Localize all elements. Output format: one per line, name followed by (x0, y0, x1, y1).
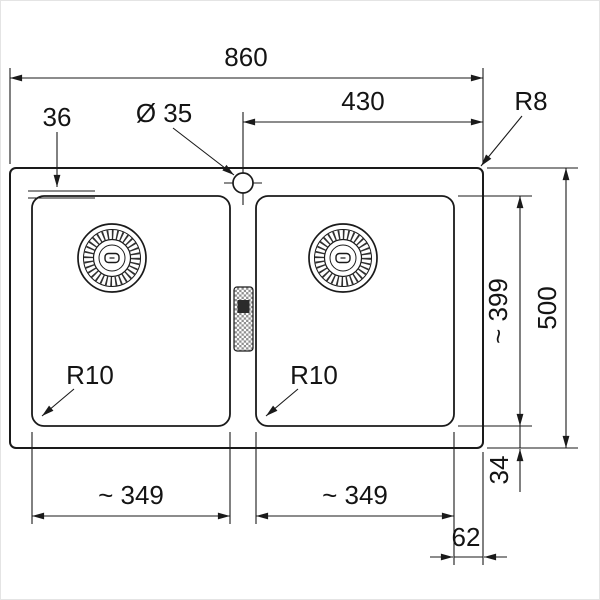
overflow-channel (233, 286, 254, 352)
left-bowl-radius-label: R10 (66, 360, 114, 390)
bowl-length-label: ~ 399 (483, 278, 513, 344)
right-bowl-radius-label: R10 (290, 360, 338, 390)
tap-hole-diameter-label: Ø 35 (136, 98, 192, 128)
leader-line (265, 388, 299, 417)
sink-body (9, 112, 484, 449)
dim-center-to-edge: 430 (243, 86, 483, 126)
leader-line (41, 388, 75, 417)
dim-left-bowl-width: ~ 349 (31, 432, 231, 524)
left-bowl (31, 195, 231, 427)
overall-depth-label: 500 (532, 286, 562, 329)
right-drain-strainer (309, 224, 377, 292)
leader-line (172, 127, 235, 176)
leader-line (480, 115, 523, 167)
dim-bowl-to-bottom-edge: 34 (484, 426, 524, 492)
tap-hole (224, 112, 262, 205)
right-bowl (255, 195, 455, 427)
dim-bowl-to-right-edge: 62 (430, 452, 507, 565)
deck-edge-lines (28, 190, 95, 199)
sink-outline (9, 167, 484, 449)
bowl-to-bottom-edge-label: 34 (484, 456, 514, 485)
outer-corner-radius-label: R8 (514, 86, 547, 116)
dim-edge-to-tap: 36 (43, 102, 72, 187)
dim-overall-depth: 500 (487, 167, 578, 449)
dim-overall-width-label: 860 (224, 42, 267, 72)
left-bowl-width-label: ~ 349 (98, 480, 164, 510)
label-outer-corner-radius: R8 (480, 86, 548, 167)
dim-overall-width: 860 (9, 42, 484, 164)
label-right-bowl-radius: R10 (265, 360, 338, 417)
tap-hole-circle (232, 172, 254, 194)
label-tap-hole-diameter: Ø 35 (136, 98, 235, 176)
label-left-bowl-radius: R10 (41, 360, 114, 417)
dim-bowl-length: ~ 399 (458, 195, 532, 427)
left-drain-strainer (78, 224, 146, 292)
dim-center-to-edge-label: 430 (341, 86, 384, 116)
right-bowl-width-label: ~ 349 (322, 480, 388, 510)
bowl-to-right-edge-label: 62 (452, 522, 481, 552)
overflow-divider (233, 286, 254, 352)
overflow-opening (237, 300, 250, 313)
edge-to-tap-label: 36 (43, 102, 72, 132)
dim-right-bowl-width: ~ 349 (255, 432, 455, 565)
